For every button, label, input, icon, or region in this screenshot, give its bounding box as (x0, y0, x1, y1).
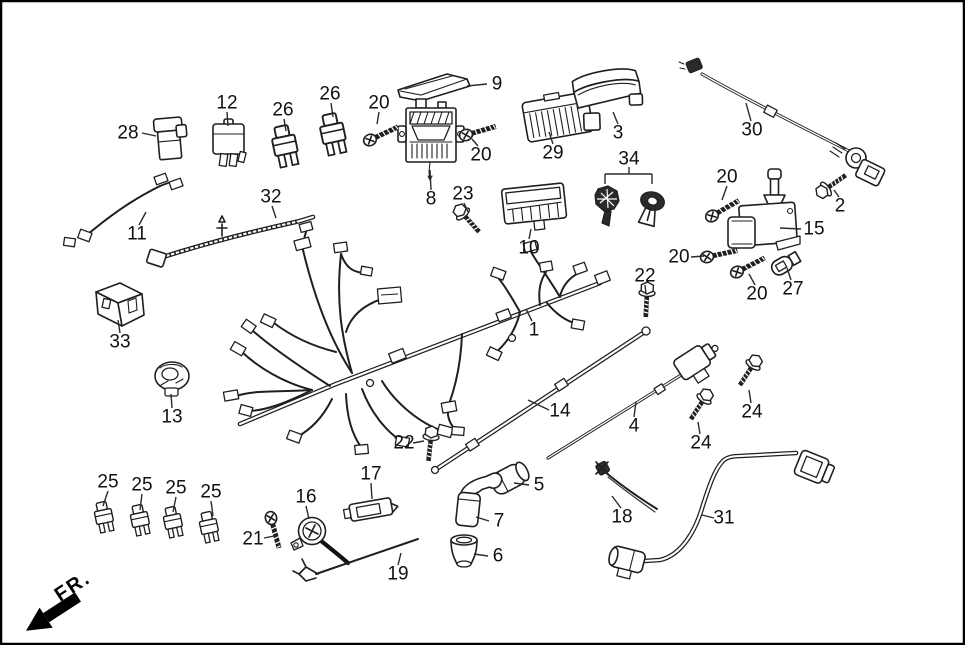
callout-19: 19 (387, 564, 408, 585)
part-1-wire-harness (222, 220, 611, 456)
part-10-tray (500, 182, 568, 231)
callout-10: 10 (518, 238, 539, 259)
part-14-cable (430, 326, 651, 475)
callout-22: 22 (393, 433, 414, 454)
part-18-cable-tie (595, 460, 658, 513)
part-3-cover (571, 68, 644, 109)
part-30-cable (678, 57, 886, 187)
callout-labels: 28 12 26 26 20 9 20 8 23 10 29 3 34 30 2… (97, 74, 845, 585)
part-8-fuse-box (397, 98, 465, 181)
part-26-fuse (268, 122, 302, 170)
part-17-bracket (342, 497, 399, 522)
part-16-sensor (290, 516, 351, 566)
part-32-strap (145, 214, 316, 268)
part-25-fuse (196, 509, 222, 545)
part-13-clip (154, 361, 190, 397)
part-26-fuse (316, 110, 350, 158)
part-11-sub-wire (62, 172, 184, 248)
part-12-relay (212, 118, 247, 168)
part-22-bolt (638, 282, 656, 318)
callout-4: 4 (629, 416, 640, 437)
part-21-screw (264, 510, 285, 549)
callout-25: 25 (97, 472, 118, 493)
callout-23: 23 (452, 184, 473, 205)
callout-20: 20 (746, 284, 767, 305)
part-4-cable (546, 343, 719, 460)
callout-2: 2 (835, 196, 846, 217)
part-23-bolt (450, 200, 485, 237)
callout-27: 27 (782, 279, 803, 300)
part-19-rod (292, 538, 419, 582)
callout-8: 8 (426, 189, 437, 210)
part-22-bolt (421, 425, 441, 461)
callout-20: 20 (716, 167, 737, 188)
callout-25: 25 (165, 478, 186, 499)
part-24-bolt (733, 351, 765, 389)
part-6-cup (450, 534, 478, 568)
fr-arrow-icon (26, 592, 81, 631)
callout-14: 14 (549, 401, 571, 422)
part-29-connector (521, 91, 601, 143)
part-28-relay (152, 116, 188, 161)
part-20-screw (458, 121, 497, 142)
callout-20: 20 (368, 93, 389, 114)
part-24-bolt (684, 385, 716, 423)
callout-18: 18 (611, 507, 632, 528)
callout-12: 12 (216, 93, 237, 114)
callout-33: 33 (109, 332, 130, 353)
callout-9: 9 (492, 74, 503, 95)
callout-7: 7 (494, 511, 505, 532)
callout-20: 20 (668, 247, 689, 268)
part-34-clips (594, 167, 665, 228)
callout-26: 26 (319, 84, 340, 105)
part-20-screw (362, 122, 401, 148)
callout-32: 32 (260, 187, 281, 208)
callout-13: 13 (161, 407, 182, 428)
part-31-cable (608, 449, 836, 580)
callout-26: 26 (272, 100, 293, 121)
callout-31: 31 (713, 508, 734, 529)
part-25-fuse (91, 499, 117, 535)
callout-21: 21 (242, 529, 263, 550)
callout-30: 30 (741, 120, 762, 141)
part-20-screw (729, 253, 767, 280)
part-9-lid (397, 73, 471, 102)
part-15-switch (727, 168, 801, 251)
callout-11: 11 (127, 224, 147, 245)
callout-24: 24 (690, 433, 712, 454)
callout-25: 25 (200, 482, 221, 503)
callout-6: 6 (493, 546, 504, 567)
callout-15: 15 (803, 219, 824, 240)
callout-34: 34 (618, 149, 640, 170)
callout-25: 25 (131, 475, 152, 496)
callout-20: 20 (470, 145, 491, 166)
front-direction-indicator: FR. (26, 567, 95, 631)
part-27-bulb (770, 250, 802, 276)
part-33-unit (95, 282, 145, 327)
callout-24: 24 (741, 402, 763, 423)
callout-16: 16 (295, 487, 316, 508)
callout-1: 1 (529, 320, 540, 341)
callout-3: 3 (613, 123, 624, 144)
callout-29: 29 (542, 143, 563, 164)
callout-5: 5 (534, 475, 545, 496)
callout-22: 22 (634, 266, 655, 287)
callout-17: 17 (360, 464, 381, 485)
leader-lines (102, 83, 840, 566)
callout-28: 28 (117, 123, 138, 144)
part-7-plug-cap (455, 472, 503, 528)
